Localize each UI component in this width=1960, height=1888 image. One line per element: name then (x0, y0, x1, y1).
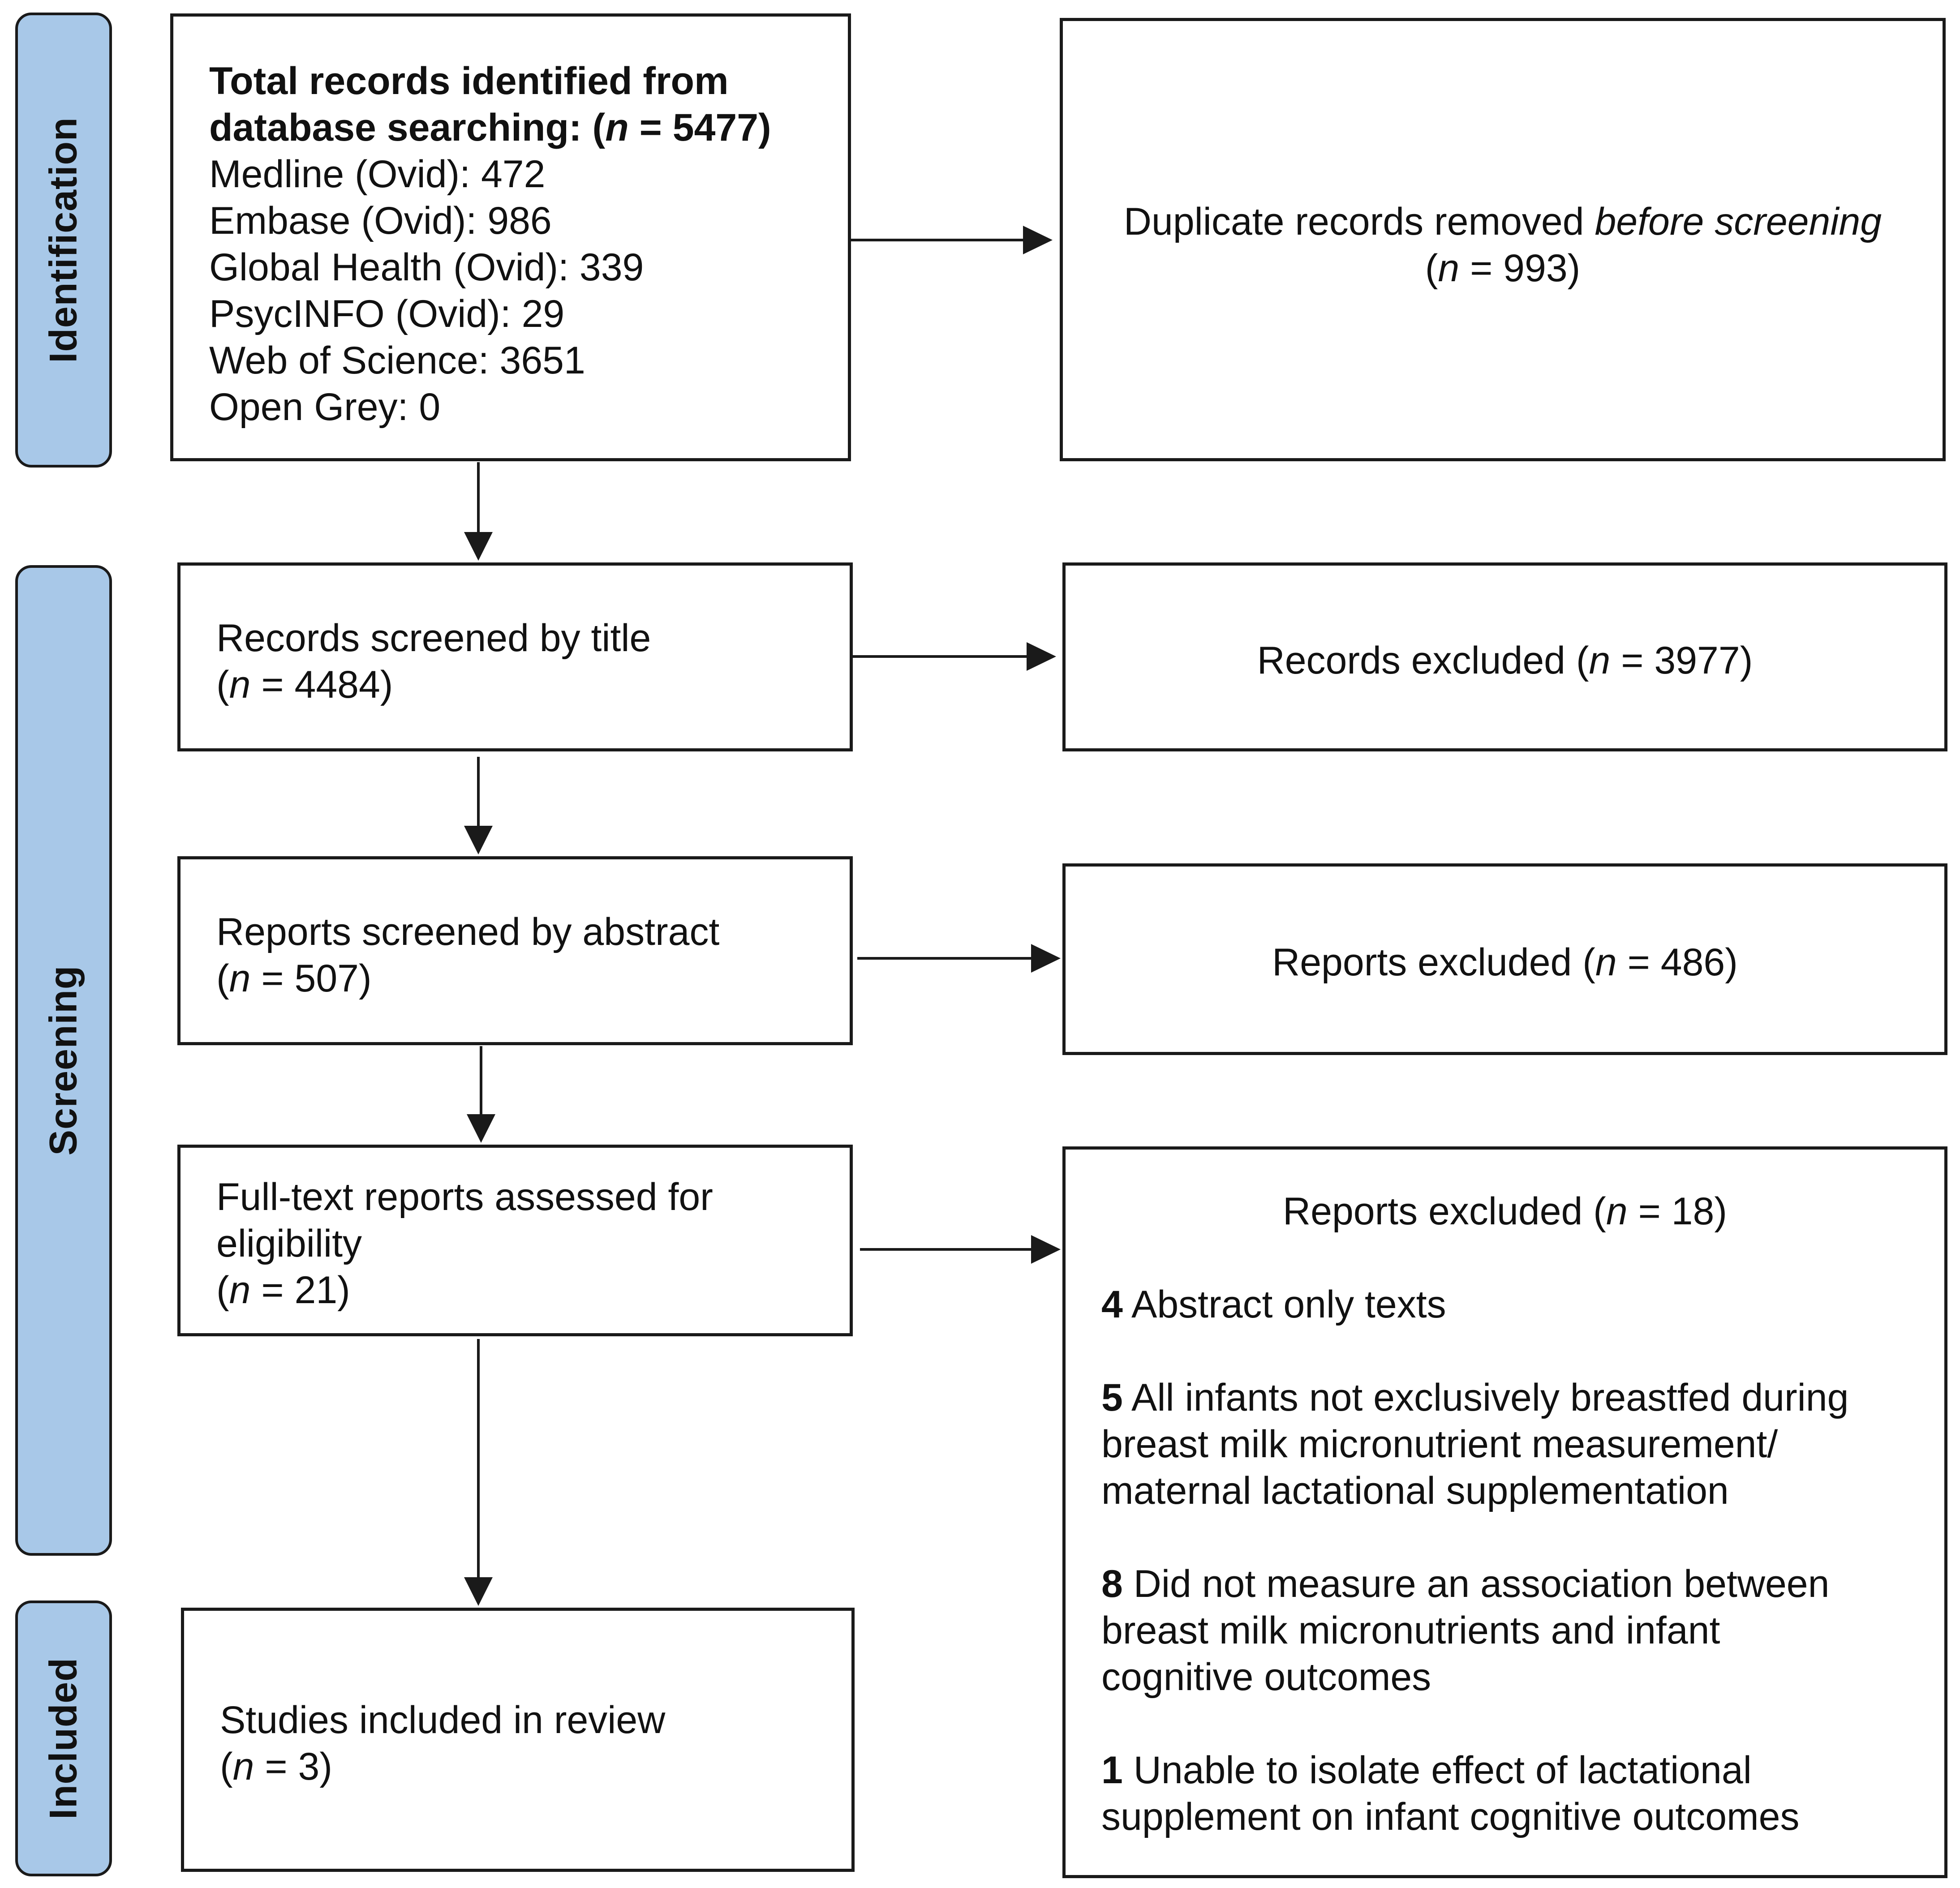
source-web-of-science: Web of Science: 3651 (209, 339, 585, 382)
exclusion-reason-list: 4 Abstract only texts 5 All infants not … (1101, 1281, 1944, 1840)
duplicates-count: (n = 993) (1425, 247, 1581, 290)
arrowhead-fulltext-excluded (1031, 1235, 1061, 1264)
duplicates-removed-box: Duplicate records removed before screeni… (1060, 18, 1946, 461)
arrowhead-duplicates (1023, 226, 1053, 254)
exclusion-reason: 5 All infants not exclusively breastfed … (1101, 1376, 1849, 1512)
duplicates-line1: Duplicate records removed before screeni… (1123, 200, 1882, 243)
fulltext-label-line2: eligibility (216, 1222, 362, 1265)
included-label: Studies included in review (220, 1699, 666, 1742)
title-screening-label: Records screened by title (216, 617, 651, 660)
arrowhead-abstract-screening (464, 826, 493, 854)
abstract-screening-label: Reports screened by abstract (216, 910, 720, 953)
exclusion-reason: 8 Did not measure an association between… (1101, 1562, 1830, 1699)
title-excluded-box: Records excluded (n = 3977) (1062, 562, 1947, 751)
title-screening-box: Records screened by title (n = 4484) (177, 562, 853, 751)
phase-included: Included (15, 1601, 112, 1876)
source-psycinfo: PsycINFO (Ovid): 29 (209, 292, 565, 335)
abstract-excluded-box: Reports excluded (n = 486) (1062, 863, 1947, 1055)
abstract-screening-count: (n = 507) (216, 957, 372, 1000)
source-global-health: Global Health (Ovid): 339 (209, 246, 644, 289)
title-screening-count: (n = 4484) (216, 663, 393, 706)
arrowhead-abstract-excluded (1031, 944, 1061, 973)
included-count: (n = 3) (220, 1745, 332, 1788)
included-studies-box: Studies included in review (n = 3) (181, 1608, 855, 1872)
arrowhead-title-excluded (1027, 642, 1056, 671)
source-medline: Medline (Ovid): 472 (209, 153, 546, 196)
arrowhead-fulltext (467, 1114, 495, 1143)
fulltext-label-line1: Full-text reports assessed for (216, 1176, 713, 1219)
abstract-screening-box: Reports screened by abstract (n = 507) (177, 856, 853, 1045)
abstract-excluded-count: Reports excluded (n = 486) (1272, 941, 1738, 984)
phase-identification: Identification (15, 13, 112, 468)
arrowhead-included (464, 1577, 493, 1606)
exclusion-reason: 1 Unable to isolate effect of lactationa… (1101, 1749, 1800, 1838)
phase-screening: Screening (15, 565, 112, 1556)
fulltext-excluded-header: Reports excluded (n = 18) (1283, 1190, 1727, 1233)
arrowhead-title-screening (464, 532, 493, 561)
source-embase: Embase (Ovid): 986 (209, 199, 552, 242)
exclusion-reason: 4 Abstract only texts (1101, 1283, 1446, 1326)
identification-title-line2: database searching: (n = 5477) (209, 106, 771, 149)
fulltext-excluded-box: Reports excluded (n = 18) 4 Abstract onl… (1062, 1146, 1947, 1878)
title-excluded-count: Records excluded (n = 3977) (1257, 639, 1753, 682)
fulltext-count: (n = 21) (216, 1269, 350, 1312)
identification-box: Total records identified from database s… (170, 13, 851, 461)
source-open-grey: Open Grey: 0 (209, 386, 441, 429)
identification-title-line1: Total records identified from (209, 60, 729, 103)
fulltext-assessment-box: Full-text reports assessed for eligibili… (177, 1145, 853, 1336)
